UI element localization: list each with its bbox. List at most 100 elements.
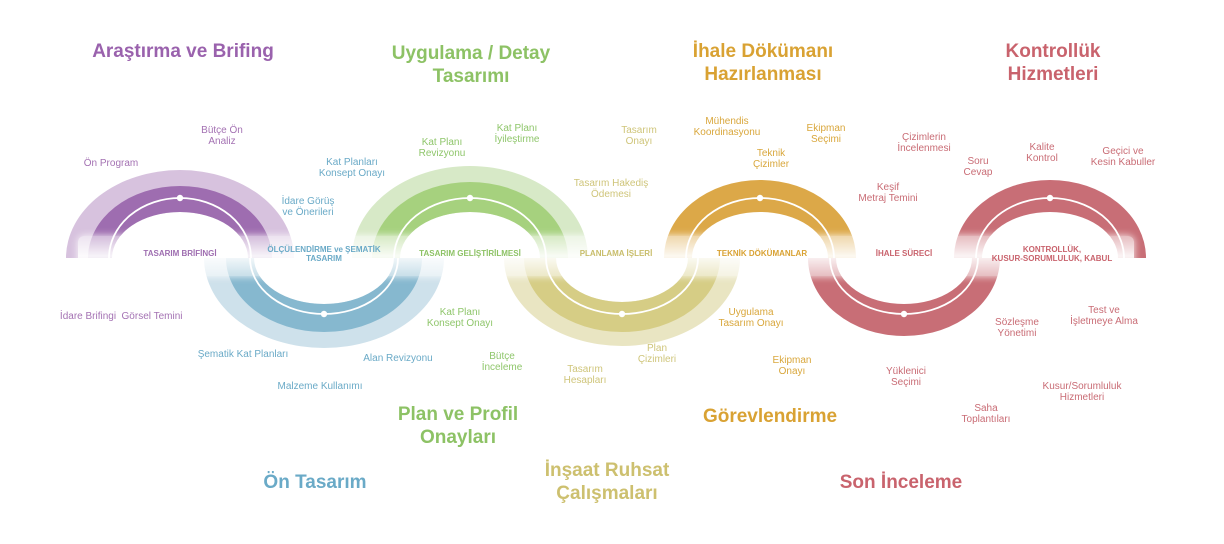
label-line: Çizimleri — [637, 354, 677, 365]
label-line: Yönetimi — [997, 328, 1037, 339]
label-line: Kat Planı — [496, 123, 538, 134]
label-line: Revizyonu — [418, 148, 466, 159]
label-sozlesme-yonetimi: Sözleşme Yönetimi — [995, 317, 1039, 339]
label-line: Çizimler — [752, 159, 790, 170]
arc-outer-tasarim-brifingi — [66, 170, 294, 258]
arc-inner-kontrolluk — [954, 180, 1146, 258]
stage-label-sematik-tasarim: ÖLÇÜLENDİRME ve ŞEMATİK TASARIM — [267, 245, 380, 263]
phase-title-plan-profil: Plan ve Profil Onayları — [398, 403, 518, 449]
label-line: Plan — [646, 343, 667, 354]
arc-inner-ihale-sureci — [808, 258, 1000, 336]
label-line: İncelenmesi — [897, 143, 951, 154]
label-line: Konsept Onayı — [318, 168, 386, 179]
stage-label-line: KONTROLLÜK, — [1022, 245, 1082, 254]
label-cizimlerin-incelenmesi: Çizimlerin İncelenmesi — [897, 132, 950, 154]
label-line: Kat Planı — [439, 307, 481, 318]
label-tasarim-hesaplari: Tasarım Hesapları — [564, 364, 607, 386]
phase-title-line: Plan ve Profil — [397, 404, 519, 425]
label-kalite-kontrol: Kalite Kontrol — [1026, 142, 1058, 164]
phase-title-line: Hizmetleri — [1007, 64, 1099, 85]
label-line: Onayı — [778, 366, 806, 377]
phase-title-gorevlendirme: Görevlendirme — [702, 406, 838, 427]
label-line: Kesin Kabuller — [1090, 157, 1156, 168]
label-line: Çizimlerin — [902, 132, 946, 143]
phase-title-line: İhale Dökümanı — [692, 41, 834, 62]
stage-label-kontrolluk: KONTROLLÜK, KUSUR-SORUMLULUK, KABUL — [992, 245, 1112, 263]
label-line: ve Önerileri — [282, 207, 334, 218]
label-line: Analiz — [208, 136, 236, 147]
phase-title-line: Kontrollük — [1005, 41, 1101, 62]
label-line: Sözleşme — [995, 317, 1039, 328]
stage-label-line: KUSUR-SORUMLULUK, KABUL — [991, 254, 1113, 263]
label-line: Tasarım — [621, 125, 657, 136]
label-line: Mühendis — [705, 116, 749, 127]
label-kat-plani-revizyonu: Kat Planı Revizyonu — [419, 137, 466, 159]
arc-dot-sematik-tasarim — [320, 310, 328, 318]
label-line: Koordinasyonu — [693, 127, 761, 138]
label-line: Teknik — [756, 148, 786, 159]
label-kat-plani-konsept: Kat Planı Konsept Onayı — [427, 307, 493, 329]
stage-strip — [78, 236, 1134, 276]
arc-dot-ihale-sureci — [900, 310, 908, 318]
label-kusur-sorumluluk: Kusur/Sorumluluk Hizmetleri — [1043, 381, 1122, 403]
label-gorsel-temini: Görsel Temini — [121, 311, 183, 322]
phase-title-line: Hazırlanması — [704, 64, 822, 85]
arc-dot-kontrolluk — [1046, 194, 1054, 202]
label-line: Bütçe Ön — [201, 125, 243, 136]
label-line: İşletmeye Alma — [1070, 316, 1138, 327]
label-plan-cizimleri: Plan Çizimleri — [638, 343, 676, 365]
label-line: Kalite — [1029, 142, 1055, 153]
label-line: Ödemesi — [590, 189, 631, 200]
label-line: İnceleme — [481, 362, 523, 373]
label-line: Hizmetleri — [1059, 392, 1105, 403]
label-kat-plani-iyilestirme: Kat Planı İyileştirme — [494, 123, 539, 145]
label-line: Ekipman — [806, 123, 846, 134]
label-line: Hesapları — [563, 375, 607, 386]
label-line: Seçimi — [890, 377, 921, 388]
label-line: Uygulama — [728, 307, 774, 318]
label-ekipman-secimi: Ekipman Seçimi — [807, 123, 846, 145]
phase-title-line: Onayları — [419, 427, 497, 448]
label-yuklenici-secimi: Yüklenici Seçimi — [886, 366, 926, 388]
phase-title-son-inceleme: Son İnceleme — [839, 472, 963, 493]
label-line: Onayı — [625, 136, 653, 147]
arc-inner-teknik-dokumanlar — [664, 180, 856, 258]
label-line: Bütçe — [489, 351, 515, 362]
arc-dot-tasarim-gelistirilmesi — [466, 194, 474, 202]
label-ekipman-onayi: Ekipman Onayı — [773, 355, 812, 377]
phase-title-line: İnşaat Ruhsat — [544, 460, 670, 481]
label-idare-brifingi: İdare Brifingi — [59, 311, 117, 322]
phase-title-arastirma: Araştırma ve Brifing — [92, 41, 274, 62]
phase-title-line: Çalışmaları — [556, 483, 658, 504]
label-butce-inceleme: Bütçe İnceleme — [482, 351, 523, 373]
label-malzeme-kullanimi: Malzeme Kullanımı — [277, 381, 363, 392]
label-gecici-kesin-kabuller: Geçici ve Kesin Kabuller — [1091, 146, 1155, 168]
stage-label-tasarim-brifingi: TASARIM BRİFİNGİ — [143, 249, 217, 258]
label-line: Tasarım — [567, 364, 603, 375]
label-line: Keşif — [876, 182, 900, 193]
label-line: Saha — [974, 403, 998, 414]
phase-title-insaat-ruhsat: İnşaat Ruhsat Çalışmaları — [545, 459, 670, 505]
label-line: Ekipman — [772, 355, 812, 366]
label-teknik-cizimler: Teknik Çizimler — [753, 148, 789, 170]
phase-title-uygulama: Uygulama / Detay Tasarımı — [392, 42, 550, 88]
label-tasarim-onayi: Tasarım Onayı — [621, 125, 657, 147]
label-line: Yüklenici — [885, 366, 927, 377]
stage-label-planlama-isleri: PLANLAMA İŞLERİ — [579, 249, 653, 258]
arc-dot-teknik-dokumanlar — [756, 194, 764, 202]
arc-inner-sematik-tasarim — [226, 258, 422, 332]
label-kat-planlari-konsept: Kat Planları Konsept Onayı — [319, 157, 385, 179]
label-line: Soru — [967, 156, 989, 167]
label-line: Geçici ve — [1102, 146, 1144, 157]
stage-label-tasarim-gelistirilmesi: TASARIM GELİŞTİRİLMESİ — [419, 249, 521, 258]
label-uygulama-tasarim-onayi: Uygulama Tasarım Onayı — [718, 307, 783, 329]
label-line: Seçimi — [810, 134, 841, 145]
arc-inner-tasarim-brifingi — [88, 186, 272, 258]
phase-title-ihale-dokumani: İhale Dökümanı Hazırlanması — [693, 40, 833, 86]
phase-title-kontrolluk: Kontrollük Hizmetleri — [1006, 40, 1101, 86]
label-line: İyileştirme — [494, 134, 540, 145]
stage-label-ihale-sureci: İHALE SÜRECİ — [875, 249, 933, 258]
label-line: Tasarım Onayı — [718, 318, 784, 329]
